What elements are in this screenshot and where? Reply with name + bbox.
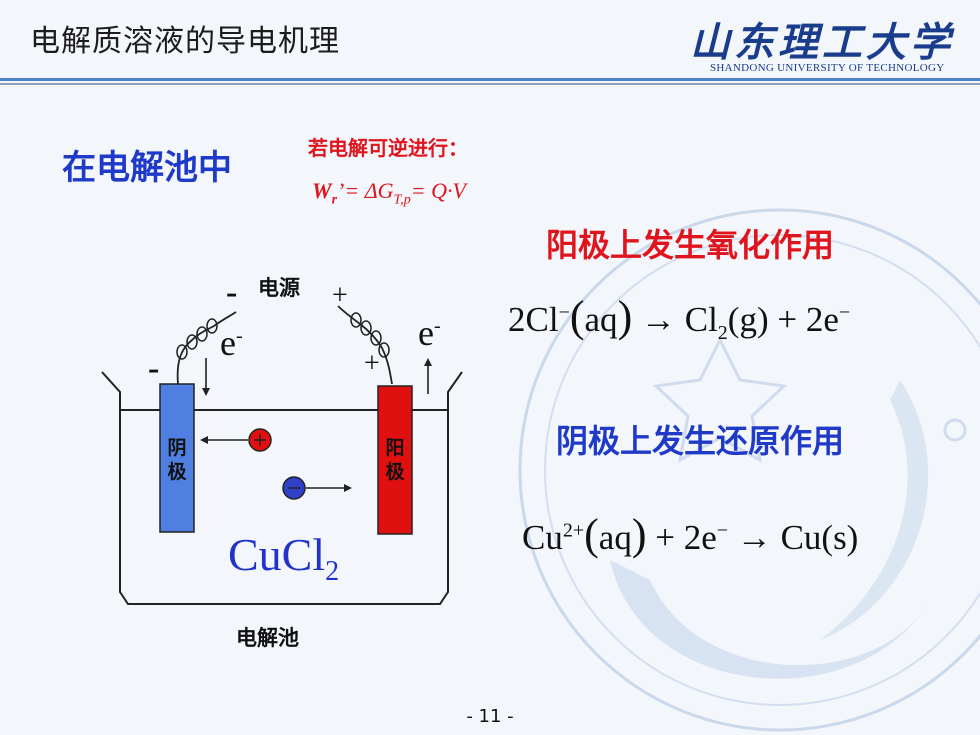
left-coil-wire: [176, 311, 237, 385]
right-electron-label: e-: [418, 312, 441, 354]
page-number: - 11 -: [466, 706, 514, 727]
cathode-eq-electrons: + 2e: [655, 518, 717, 557]
anode-label: 阳 极: [380, 436, 410, 484]
anode-eq-state: aq: [584, 300, 618, 339]
cathode-eq-copper: Cu(s): [780, 518, 859, 557]
work-formula: Wr’= ΔGT,p= Q·V: [312, 178, 466, 208]
reversible-electrolysis-note: 若电解可逆进行：: [308, 136, 468, 160]
solution-formula: CuCl: [228, 529, 326, 580]
cathode-eq-arrow: →: [736, 518, 772, 557]
anode-eq-electron-charge: −: [838, 301, 851, 324]
anode-eq-chloride: 2Cl: [508, 300, 559, 339]
page-title: 电解质溶液的导电机理: [30, 24, 340, 59]
anode-eq-paren-close: ): [617, 292, 633, 341]
formula-delta-g-sub: T,p: [393, 192, 411, 208]
cathode-label: 阴 极: [162, 436, 192, 484]
header-divider-gray: [0, 83, 980, 85]
beaker-outline: [101, 371, 463, 605]
cathode-eq-copper-charge: 2+: [562, 519, 585, 542]
power-positive-sign: +: [332, 280, 348, 311]
cathode-equation: Cu2+(aq) + 2e− → Cu(s): [522, 513, 859, 558]
anode-sign: +: [364, 348, 380, 379]
header-divider-blue: [0, 78, 980, 81]
right-electron-symbol: e: [418, 313, 434, 353]
formula-delta-g: ΔG: [364, 178, 394, 203]
formula-work-symbol: W: [312, 178, 332, 203]
university-logo-subtitle: SHANDONG UNIVERSITY OF TECHNOLOGY: [710, 62, 945, 74]
anode-eq-arrow: →: [640, 300, 676, 339]
formula-work-sub: r: [331, 192, 338, 208]
formula-equals: ’=: [337, 178, 360, 203]
cathode-eq-paren-close: ): [631, 510, 647, 559]
formula-rhs: = Q·V: [410, 178, 466, 203]
cathode-eq-copper-ion: Cu: [522, 518, 563, 557]
power-negative-sign: -: [226, 274, 238, 311]
cathode-reduction-heading: 阴极上发生还原作用: [556, 422, 845, 460]
left-electron-charge: -: [235, 325, 243, 347]
anode-eq-paren-open: (: [569, 292, 585, 341]
solution-label: CuCl2: [228, 528, 339, 588]
anode-eq-chloride-charge: −: [558, 301, 570, 324]
anode-electrode: [377, 385, 413, 535]
anode-eq-chlorine-sub: 2: [717, 322, 728, 344]
left-electron-symbol: e: [220, 323, 236, 363]
cathode-electrode: [159, 383, 195, 533]
anode-eq-electrons: (g) + 2e: [727, 300, 839, 339]
anode-eq-chlorine: Cl: [684, 300, 718, 339]
university-logo-text: 山东理工大学: [690, 19, 954, 66]
anode-equation: 2Cl−(aq) → Cl2(g) + 2e−: [508, 295, 851, 345]
electrolytic-cell-heading: 在电解池中: [62, 148, 232, 188]
right-electron-charge: -: [433, 315, 441, 337]
cathode-label-char-1: 阴: [167, 437, 187, 459]
cathode-eq-electron-charge: −: [716, 519, 729, 542]
cathode-eq-paren-open: (: [584, 510, 599, 559]
cathode-sign: -: [148, 350, 160, 387]
anode-oxidation-heading: 阳极上发生氧化作用: [546, 226, 835, 264]
anode-label-char-1: 阳: [385, 437, 405, 459]
left-electron-label: e-: [220, 322, 243, 364]
cathode-label-char-2: 极: [167, 461, 187, 483]
power-source-label: 电源: [258, 276, 300, 300]
electrolytic-cell-label: 电解池: [236, 626, 299, 650]
anode-label-char-2: 极: [385, 461, 405, 483]
right-coil-loops: [350, 312, 390, 358]
solution-formula-sub: 2: [325, 556, 340, 588]
cathode-eq-state: aq: [598, 518, 632, 557]
left-coil-loops: [176, 318, 218, 360]
